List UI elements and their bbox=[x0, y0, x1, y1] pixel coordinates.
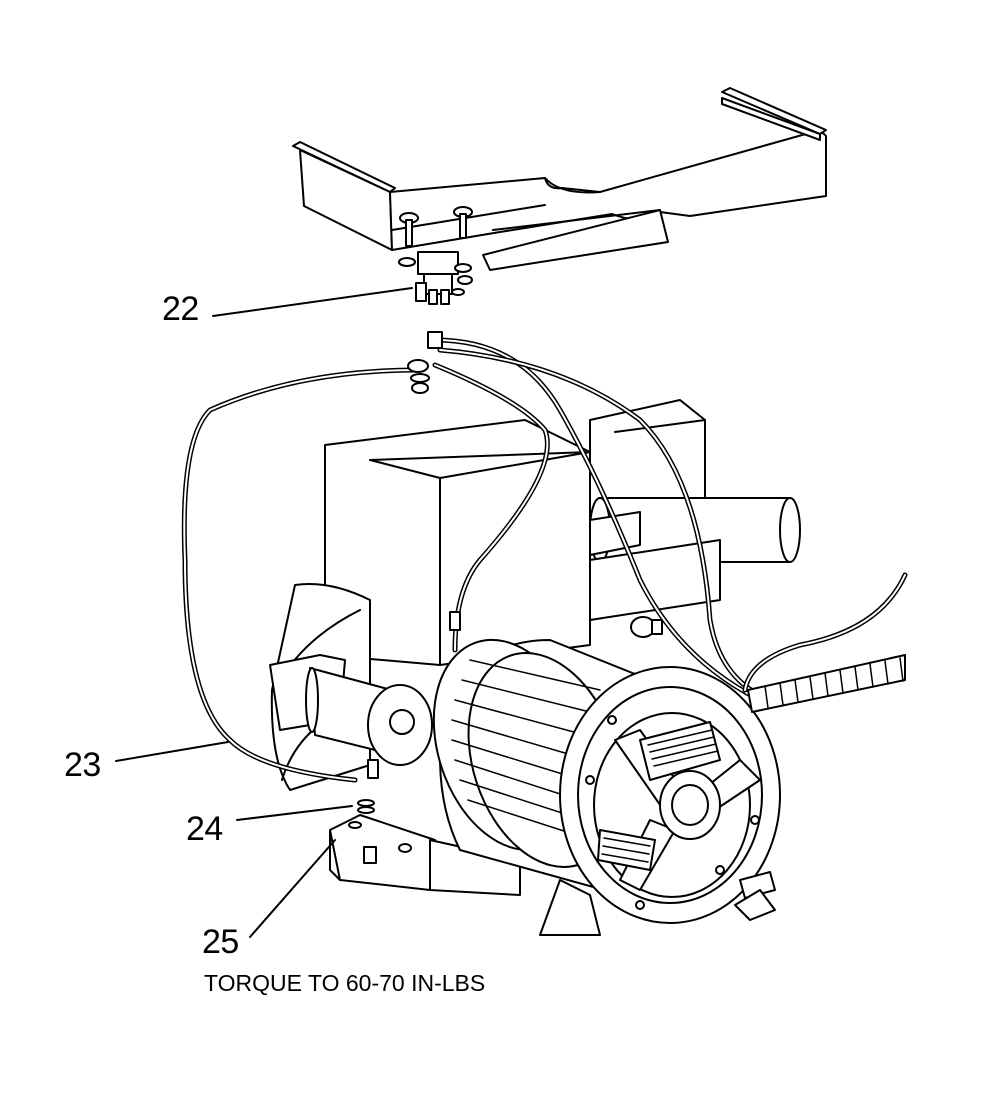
conduit bbox=[747, 654, 906, 713]
wire-terminals bbox=[407, 331, 461, 631]
callout-25: 25 bbox=[202, 923, 239, 961]
leader-24 bbox=[236, 805, 353, 821]
housing-box bbox=[324, 399, 801, 666]
torque-note: TORQUE TO 60-70 IN-LBS bbox=[204, 970, 486, 996]
part-25-mounting-foot bbox=[329, 814, 521, 896]
leader-23 bbox=[115, 741, 229, 762]
part-22-terminal-block bbox=[398, 251, 473, 305]
blower-assembly bbox=[269, 583, 433, 791]
part-24-washer bbox=[357, 759, 379, 814]
callout-24: 24 bbox=[186, 810, 223, 848]
callout-22: 22 bbox=[162, 290, 199, 328]
leader-25 bbox=[249, 839, 336, 938]
bracket-bolts bbox=[399, 206, 473, 247]
leader-lines bbox=[115, 287, 413, 938]
mounting-bracket bbox=[292, 87, 827, 271]
callout-23: 23 bbox=[64, 746, 101, 784]
leader-22 bbox=[212, 287, 413, 317]
generator-motor bbox=[432, 638, 781, 936]
wiring-harness bbox=[181, 337, 908, 783]
